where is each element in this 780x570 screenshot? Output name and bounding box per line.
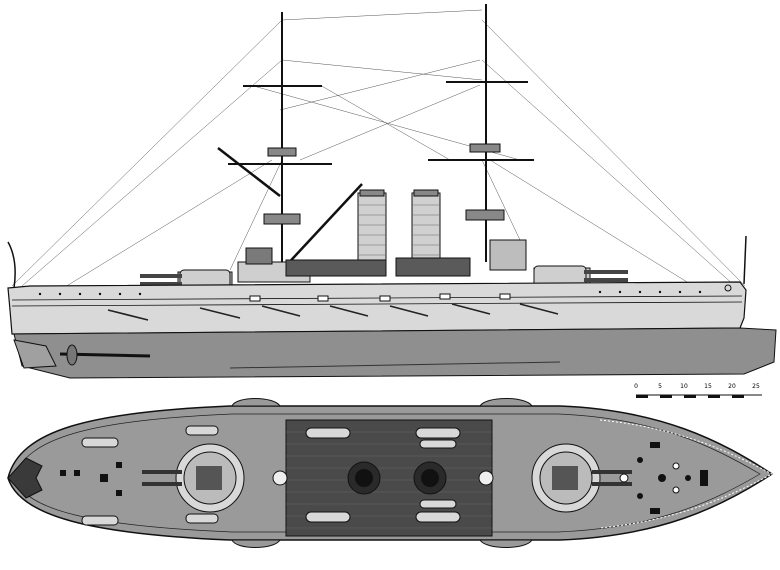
scale-tick-label: 5 xyxy=(658,383,662,390)
aft-turret-plan xyxy=(142,443,245,513)
ships-boats xyxy=(81,425,461,526)
scale-tick-label: 10 xyxy=(680,383,688,390)
sponsons xyxy=(231,398,533,548)
side-profile-view xyxy=(7,4,777,379)
scale-tick-label: 25 xyxy=(752,383,760,390)
funnel-aft xyxy=(411,189,441,269)
funnel-fore xyxy=(357,189,387,269)
scale-tick-label: 0 xyxy=(634,383,638,390)
scale-tick-label: 20 xyxy=(728,383,736,390)
rudder-and-propeller xyxy=(13,339,151,369)
main-mast-plan xyxy=(478,470,494,486)
deck-fittings xyxy=(60,442,708,514)
portholes xyxy=(38,284,732,296)
hull-shadow-marks xyxy=(107,303,559,321)
scale-bar: 0 5 10 15 20 25 xyxy=(634,383,762,398)
plan-view xyxy=(7,398,774,548)
fore-mast-plan xyxy=(272,470,288,486)
funnels-plan xyxy=(347,461,447,495)
scale-tick-label: 15 xyxy=(704,383,712,390)
hull-lower-profile xyxy=(13,327,777,379)
bow-capstans xyxy=(619,462,680,494)
main-mast xyxy=(428,4,534,262)
stern-ensign-staff xyxy=(7,241,16,289)
rigging-lines xyxy=(11,9,746,291)
stern-plan xyxy=(7,457,43,499)
forward-turret-plan xyxy=(531,443,632,513)
fore-mast xyxy=(217,12,363,271)
bow-jackstaff xyxy=(743,235,747,285)
casemates xyxy=(249,293,511,302)
bow-anchor-deck xyxy=(599,419,774,529)
hull-upper-profile xyxy=(7,281,747,335)
